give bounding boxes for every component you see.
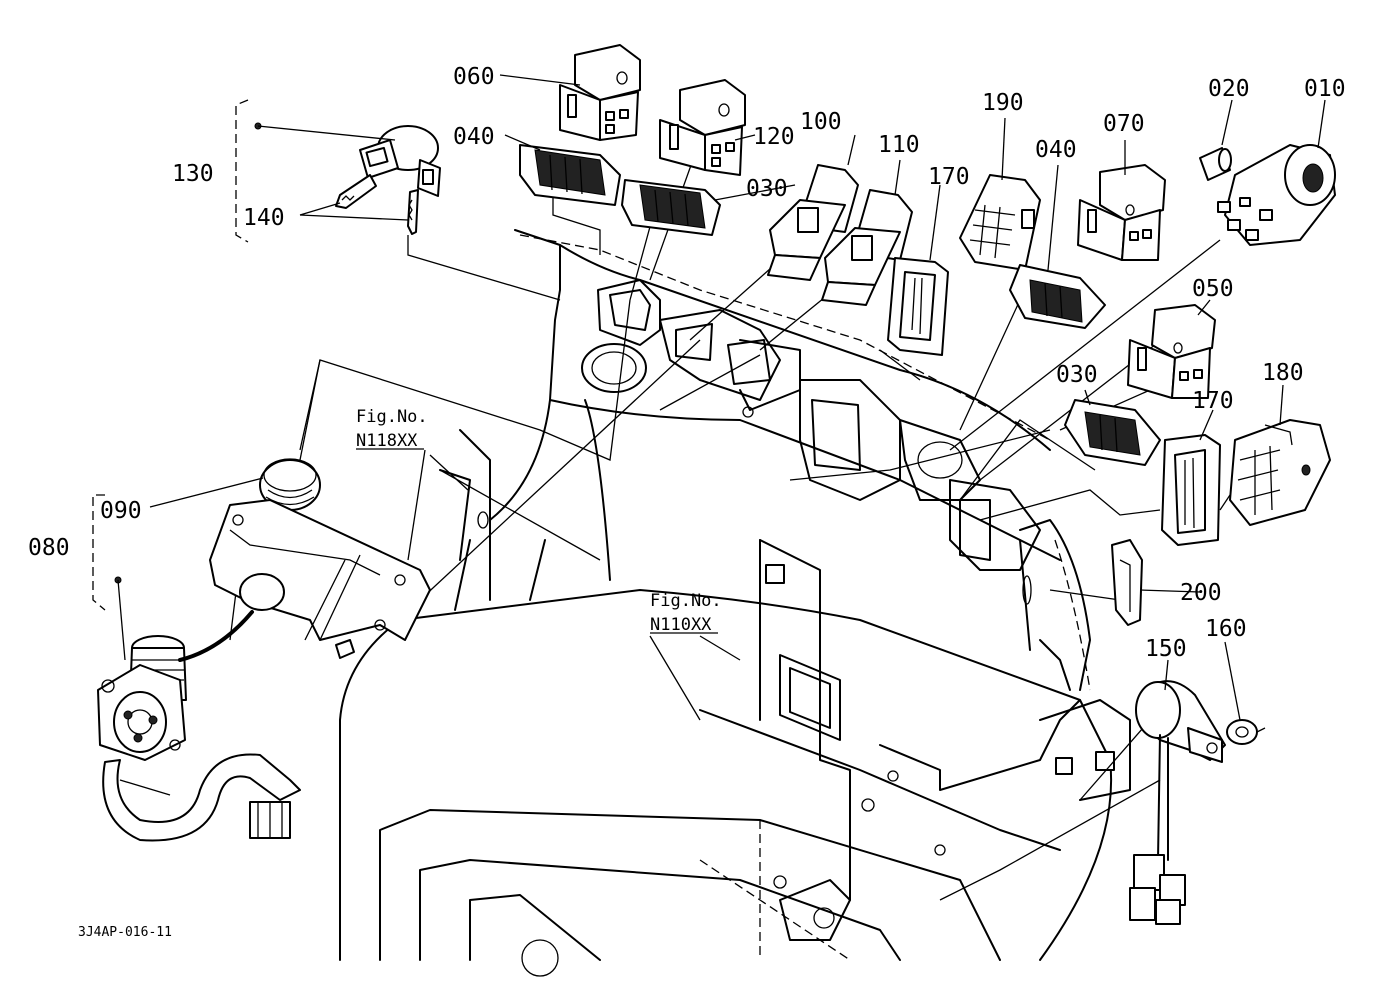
bracket-130-marker <box>235 99 409 243</box>
switch-050 <box>1127 304 1216 399</box>
label-leaders <box>149 74 1326 721</box>
label-030b: 030 <box>1056 362 1098 388</box>
switch-100 <box>767 164 859 281</box>
label-150: 150 <box>1145 636 1187 662</box>
fig-ref-2-title: Fig.No. <box>650 591 722 611</box>
label-140: 140 <box>243 205 285 231</box>
key-set <box>335 125 441 235</box>
drawing-code: 3J4AP-016-11 <box>78 925 172 940</box>
label-040b: 040 <box>1035 137 1077 163</box>
switch-190 <box>959 174 1041 271</box>
lower-frame <box>339 539 1131 977</box>
nut-160 <box>1226 719 1266 745</box>
figure-references: Fig.No. N118XX Fig.No. N110XX <box>356 407 722 635</box>
label-050: 050 <box>1192 276 1234 302</box>
label-090: 090 <box>100 498 142 524</box>
bracket-080-marker <box>92 494 126 661</box>
label-060: 060 <box>453 64 495 90</box>
label-170a: 170 <box>928 164 970 190</box>
fig-ref-1-title: Fig.No. <box>356 407 428 427</box>
key-switch-010 <box>1217 144 1336 246</box>
label-080: 080 <box>28 535 70 561</box>
label-180: 180 <box>1262 360 1304 386</box>
dashboard-panel <box>514 229 1091 691</box>
bezel-040-right <box>1009 264 1106 329</box>
label-110: 110 <box>878 132 920 158</box>
mount-bracket <box>209 499 431 659</box>
label-070: 070 <box>1103 111 1145 137</box>
label-020: 020 <box>1208 76 1250 102</box>
bezel-030-top <box>621 179 721 236</box>
bezel-170-top <box>887 257 949 356</box>
label-120: 120 <box>753 124 795 150</box>
bezel-170-right <box>1161 434 1221 546</box>
switch-110 <box>821 189 913 306</box>
side-panel <box>439 399 611 611</box>
fig-ref-2-code: N110XX <box>650 615 712 635</box>
label-010: 010 <box>1304 76 1346 102</box>
ignition-switch-080 <box>97 610 301 842</box>
clip-200 <box>1111 539 1143 626</box>
label-170b: 170 <box>1192 388 1234 414</box>
label-200: 200 <box>1180 580 1222 606</box>
label-160: 160 <box>1205 616 1247 642</box>
bezel-030-right <box>1064 399 1161 466</box>
bezel-040-left <box>519 144 621 206</box>
label-190: 190 <box>982 90 1024 116</box>
label-130: 130 <box>172 161 214 187</box>
part-labels: 060 040 120 100 110 170 030 190 040 070 … <box>28 64 1346 662</box>
fig-ref-1-code: N118XX <box>356 431 418 451</box>
switch-070 <box>1077 164 1166 261</box>
label-040a: 040 <box>453 124 495 150</box>
switch-060 <box>559 44 641 141</box>
bulb-020 <box>1199 147 1232 181</box>
buzzer-150 <box>1129 680 1226 925</box>
switch-180 <box>1229 419 1331 526</box>
switch-120 <box>659 79 746 176</box>
label-030a: 030 <box>746 176 788 202</box>
label-100: 100 <box>800 109 842 135</box>
leader-lines <box>229 139 1241 901</box>
